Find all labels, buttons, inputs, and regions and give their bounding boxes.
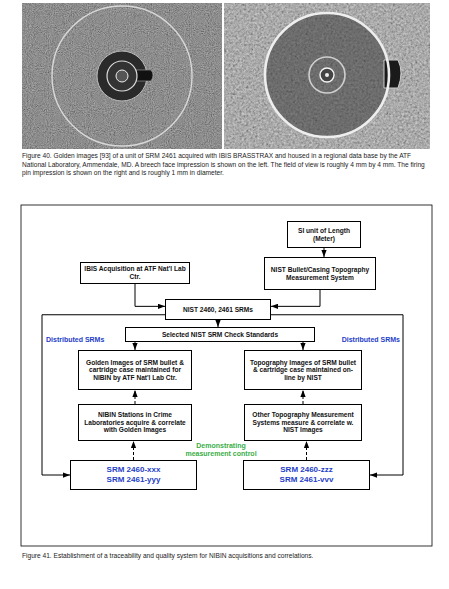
node-text: NIST 2460, 2461 SRMs [183, 306, 253, 314]
breech-face-image [22, 3, 222, 149]
node-text: SRM 2460-xxx [107, 465, 161, 475]
node-text: IBIS Acquisition at ATF Nat'l Lab Ctr. [84, 265, 186, 280]
process-box: NIBIN Stations in Crime Laboratories acq… [78, 404, 192, 441]
node-text: Selected NIST SRM Check Standards [162, 331, 278, 339]
process-box: Topography Images of SRM bullet & cartri… [244, 350, 362, 390]
flow-arrow [324, 248, 325, 257]
node-text: SRM 2461-yyy [107, 475, 161, 485]
edge-label: Distributed SRMs [342, 336, 400, 343]
node-text: SRM 2460-zzz [280, 465, 332, 475]
process-box: Golden Images of SRM bullet & cartridge … [78, 350, 192, 390]
figure-caption: Figure 41. Establishment of a traceabili… [22, 552, 432, 561]
node-text: NIBIN Stations in Crime Laboratories acq… [82, 411, 188, 434]
edge-label: Distributed SRMs [46, 336, 104, 343]
dashed-arrow [135, 390, 136, 404]
process-box: Selected NIST SRM Check Standards [125, 327, 315, 342]
node-text: Golden Images of SRM bullet & cartridge … [82, 359, 188, 382]
srm-box: SRM 2460-xxxSRM 2461-yyy [70, 460, 197, 490]
flow-arrow [271, 290, 320, 306]
flow-arrow [135, 342, 136, 350]
source-box: SI unit of Length (Meter) [287, 221, 361, 248]
process-box: NIST 2460, 2461 SRMs [165, 299, 271, 320]
node-text: SRM 2461-vvv [280, 475, 334, 485]
flow-arrow [135, 284, 165, 306]
figure-frame [21, 205, 432, 546]
node-text: Topography Images of SRM bullet & cartri… [248, 359, 358, 382]
process-box: IBIS Acquisition at ATF Nat'l Lab Ctr. [80, 262, 190, 284]
node-text: SI unit of Length (Meter) [291, 227, 357, 242]
srm-box: SRM 2460-zzzSRM 2461-vvv [243, 460, 370, 490]
flow-arrow [218, 320, 219, 327]
figure-caption: Figure 40. Golden images [93] of a unit … [22, 152, 432, 178]
node-text: Other Topography Measurement Systems mea… [248, 411, 358, 434]
node-text: NIST Bullet/Casing Topography Measuremen… [268, 266, 372, 281]
process-box: NIST Bullet/Casing Topography Measuremen… [264, 257, 376, 290]
firing-pin-image [224, 3, 430, 149]
flow-arrow [303, 342, 304, 350]
dashed-arrow [303, 390, 304, 404]
note-text: Demonstrating measurement control [180, 442, 262, 459]
process-box: Other Topography Measurement Systems mea… [244, 404, 362, 441]
dashed-arrow [306, 441, 307, 460]
dashed-arrow [133, 441, 134, 460]
